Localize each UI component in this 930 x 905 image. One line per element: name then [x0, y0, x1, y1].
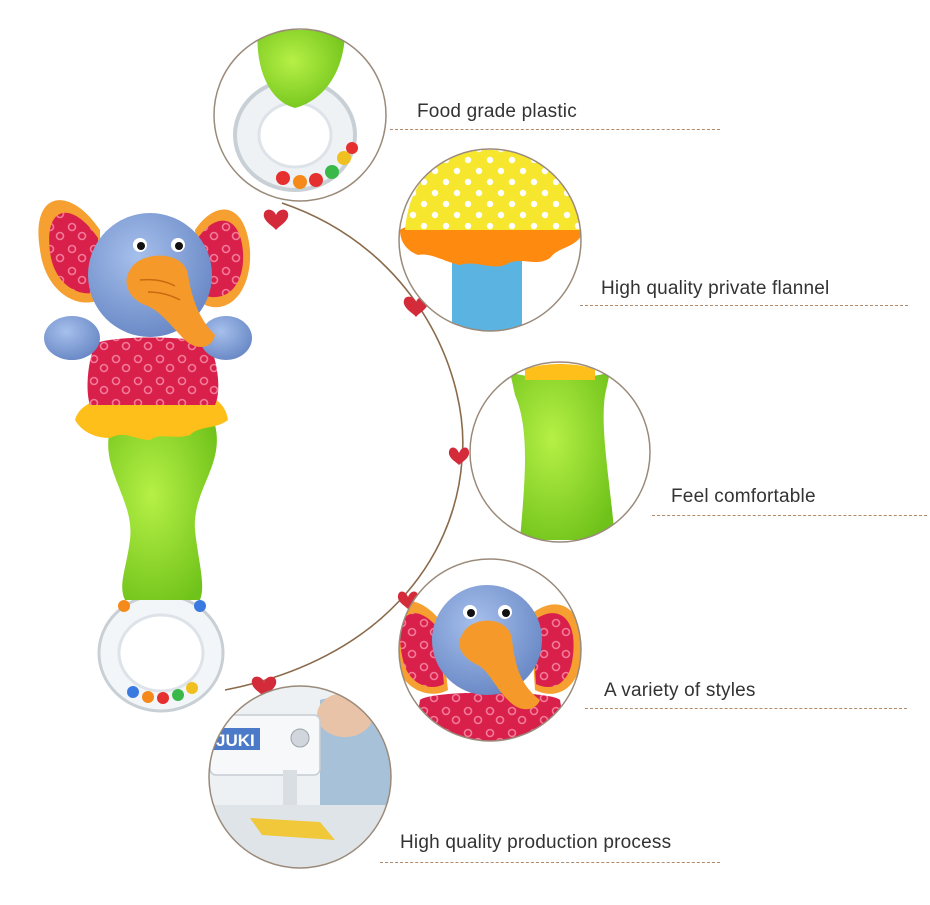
feature-label-styles: A variety of styles — [604, 680, 756, 701]
label-divider — [380, 862, 720, 863]
sewing-machine-brand: JUKI — [216, 731, 255, 750]
detail-circle-plastic — [213, 28, 387, 202]
heart-icon — [251, 676, 277, 697]
feature-label-flannel: High quality private flannel — [601, 278, 830, 299]
feature-label-plastic: Food grade plastic — [417, 101, 577, 122]
green-flannel-handle — [108, 425, 217, 600]
heart-icon — [263, 209, 289, 230]
elephant-trunk — [126, 255, 215, 347]
label-divider — [585, 708, 907, 709]
feature-label-comfortable: Feel comfortable — [671, 486, 816, 507]
detail-circle-comfortable — [469, 361, 651, 543]
plastic-ring — [97, 593, 225, 713]
label-divider — [580, 305, 908, 306]
detail-circle-styles — [398, 558, 582, 742]
elephant-rattle-toy — [38, 200, 252, 713]
feature-label-production: High quality production process — [400, 832, 672, 853]
detail-circle-flannel — [398, 148, 582, 332]
label-divider — [652, 515, 927, 516]
label-divider — [390, 129, 720, 130]
detail-circle-production: JUKI — [208, 685, 392, 869]
elephant-body — [87, 337, 219, 405]
heart-icon — [448, 447, 470, 465]
